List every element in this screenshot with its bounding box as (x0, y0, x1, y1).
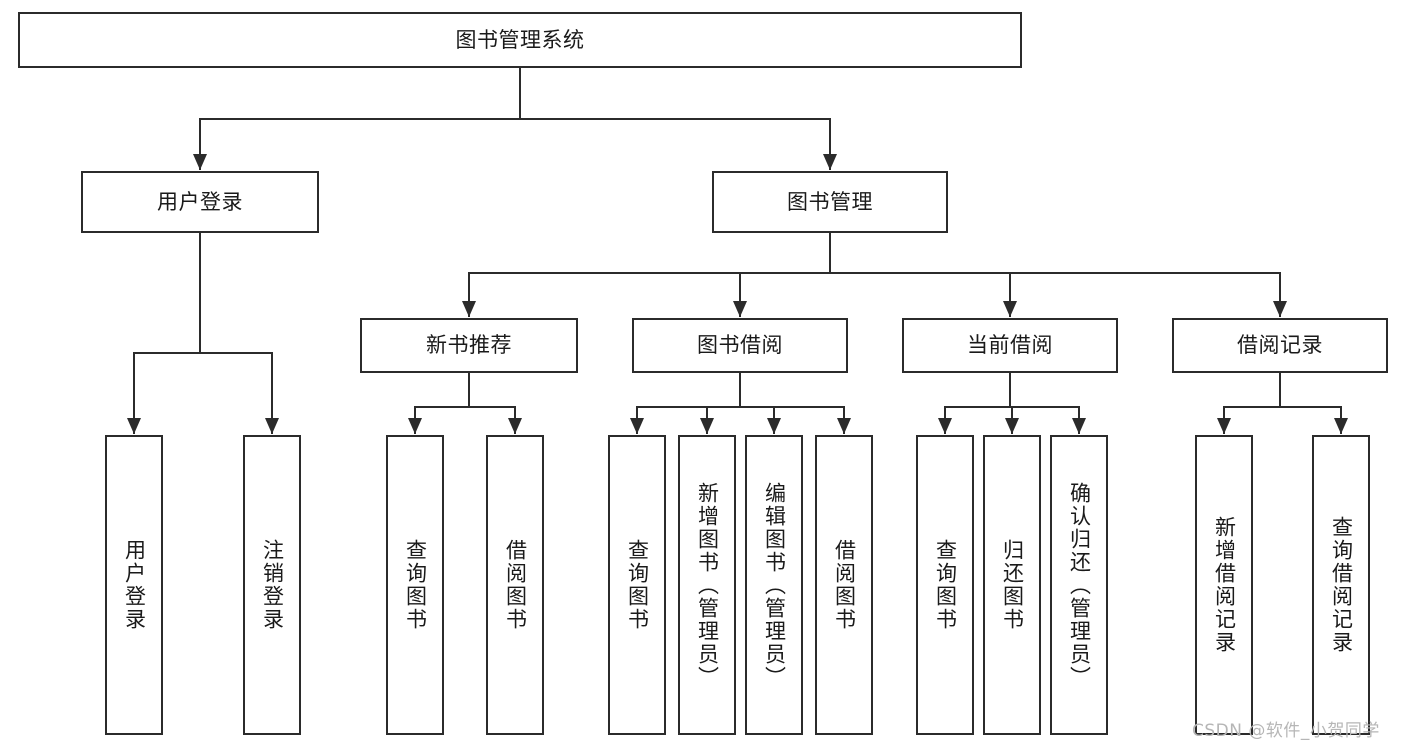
node-current-borrow[interactable]: 当前借阅 (902, 318, 1118, 373)
arrow-head-icon (462, 301, 476, 317)
arrow-head-icon (265, 418, 279, 434)
node-label: 查询图书 (403, 539, 428, 631)
arrow-head-icon (193, 154, 207, 170)
node-leaf-query-book-1[interactable]: 查询图书 (386, 435, 444, 735)
connector-book-manage-bus (469, 272, 1280, 274)
arrow-head-icon (508, 418, 522, 434)
node-label: 用户登录 (122, 539, 147, 631)
node-leaf-edit-book[interactable]: 编辑图书（管理员） (745, 435, 803, 735)
connector-current-borrow-stem (1009, 373, 1011, 406)
connector-new-book-rec-bus (415, 406, 515, 408)
node-book-borrow[interactable]: 图书借阅 (632, 318, 848, 373)
arrow-head-icon (767, 418, 781, 434)
node-label: 当前借阅 (967, 333, 1053, 358)
node-leaf-return-book[interactable]: 归还图书 (983, 435, 1041, 735)
node-label: 确认归还（管理员） (1067, 481, 1092, 689)
arrow-head-icon (1072, 418, 1086, 434)
connector-to-leaf-user-login (133, 352, 135, 434)
node-label: 用户登录 (157, 189, 243, 214)
arrow-head-icon (1005, 418, 1019, 434)
connector-user-login-bus (134, 352, 272, 354)
arrow-head-icon (630, 418, 644, 434)
connector-new-book-rec-stem (468, 373, 470, 406)
connector-user-login-stem (199, 233, 201, 352)
node-borrow-record[interactable]: 借阅记录 (1172, 318, 1388, 373)
node-label: 注销登录 (260, 539, 285, 631)
arrow-head-icon (823, 154, 837, 170)
node-label: 借阅图书 (832, 539, 857, 631)
connector-root-bus (200, 118, 830, 120)
node-label: 查询图书 (933, 539, 958, 631)
node-label: 新书推荐 (426, 333, 512, 358)
arrow-head-icon (1003, 301, 1017, 317)
node-new-book-rec[interactable]: 新书推荐 (360, 318, 578, 373)
node-label: 归还图书 (1000, 539, 1025, 631)
node-label: 新增图书（管理员） (695, 481, 720, 689)
arrow-head-icon (733, 301, 747, 317)
arrow-head-icon (700, 418, 714, 434)
node-leaf-confirm-return[interactable]: 确认归还（管理员） (1050, 435, 1108, 735)
arrow-head-icon (837, 418, 851, 434)
node-leaf-borrow-book-2[interactable]: 借阅图书 (815, 435, 873, 735)
connector-to-borrow-record (1279, 272, 1281, 317)
connector-to-book-borrow (739, 272, 741, 317)
connector-book-manage-stem (829, 233, 831, 272)
arrow-head-icon (408, 418, 422, 434)
arrow-head-icon (127, 418, 141, 434)
arrow-head-icon (1273, 301, 1287, 317)
node-book-manage[interactable]: 图书管理 (712, 171, 948, 233)
connector-borrow-record-stem (1279, 373, 1281, 406)
node-user-login[interactable]: 用户登录 (81, 171, 319, 233)
node-leaf-add-record[interactable]: 新增借阅记录 (1195, 435, 1253, 735)
node-label: 图书管理 (787, 189, 873, 214)
arrow-head-icon (1334, 418, 1348, 434)
node-leaf-borrow-book-1[interactable]: 借阅图书 (486, 435, 544, 735)
node-leaf-query-book-2[interactable]: 查询图书 (608, 435, 666, 735)
connector-to-user-login (199, 118, 201, 170)
node-leaf-user-logout[interactable]: 注销登录 (243, 435, 301, 735)
connector-borrow-record-bus (1224, 406, 1341, 408)
node-label: 借阅图书 (503, 539, 528, 631)
connector-book-borrow-bus (637, 406, 844, 408)
node-label: 新增借阅记录 (1212, 516, 1237, 654)
connector-to-new-book-rec (468, 272, 470, 317)
node-leaf-query-record[interactable]: 查询借阅记录 (1312, 435, 1370, 735)
node-label: 查询借阅记录 (1329, 516, 1354, 654)
node-leaf-add-book[interactable]: 新增图书（管理员） (678, 435, 736, 735)
node-label: 借阅记录 (1237, 333, 1323, 358)
node-leaf-query-book-3[interactable]: 查询图书 (916, 435, 974, 735)
node-label: 编辑图书（管理员） (762, 481, 787, 689)
node-label: 图书管理系统 (455, 27, 585, 52)
node-label: 图书借阅 (697, 333, 783, 358)
node-leaf-user-login[interactable]: 用户登录 (105, 435, 163, 735)
node-label: 查询图书 (625, 539, 650, 631)
connector-to-leaf-user-logout (271, 352, 273, 434)
connector-root-stem (519, 68, 521, 118)
connector-to-current-borrow (1009, 272, 1011, 317)
connector-to-book-manage (829, 118, 831, 170)
node-root[interactable]: 图书管理系统 (18, 12, 1022, 68)
arrow-head-icon (1217, 418, 1231, 434)
connector-book-borrow-stem (739, 373, 741, 406)
arrow-head-icon (938, 418, 952, 434)
